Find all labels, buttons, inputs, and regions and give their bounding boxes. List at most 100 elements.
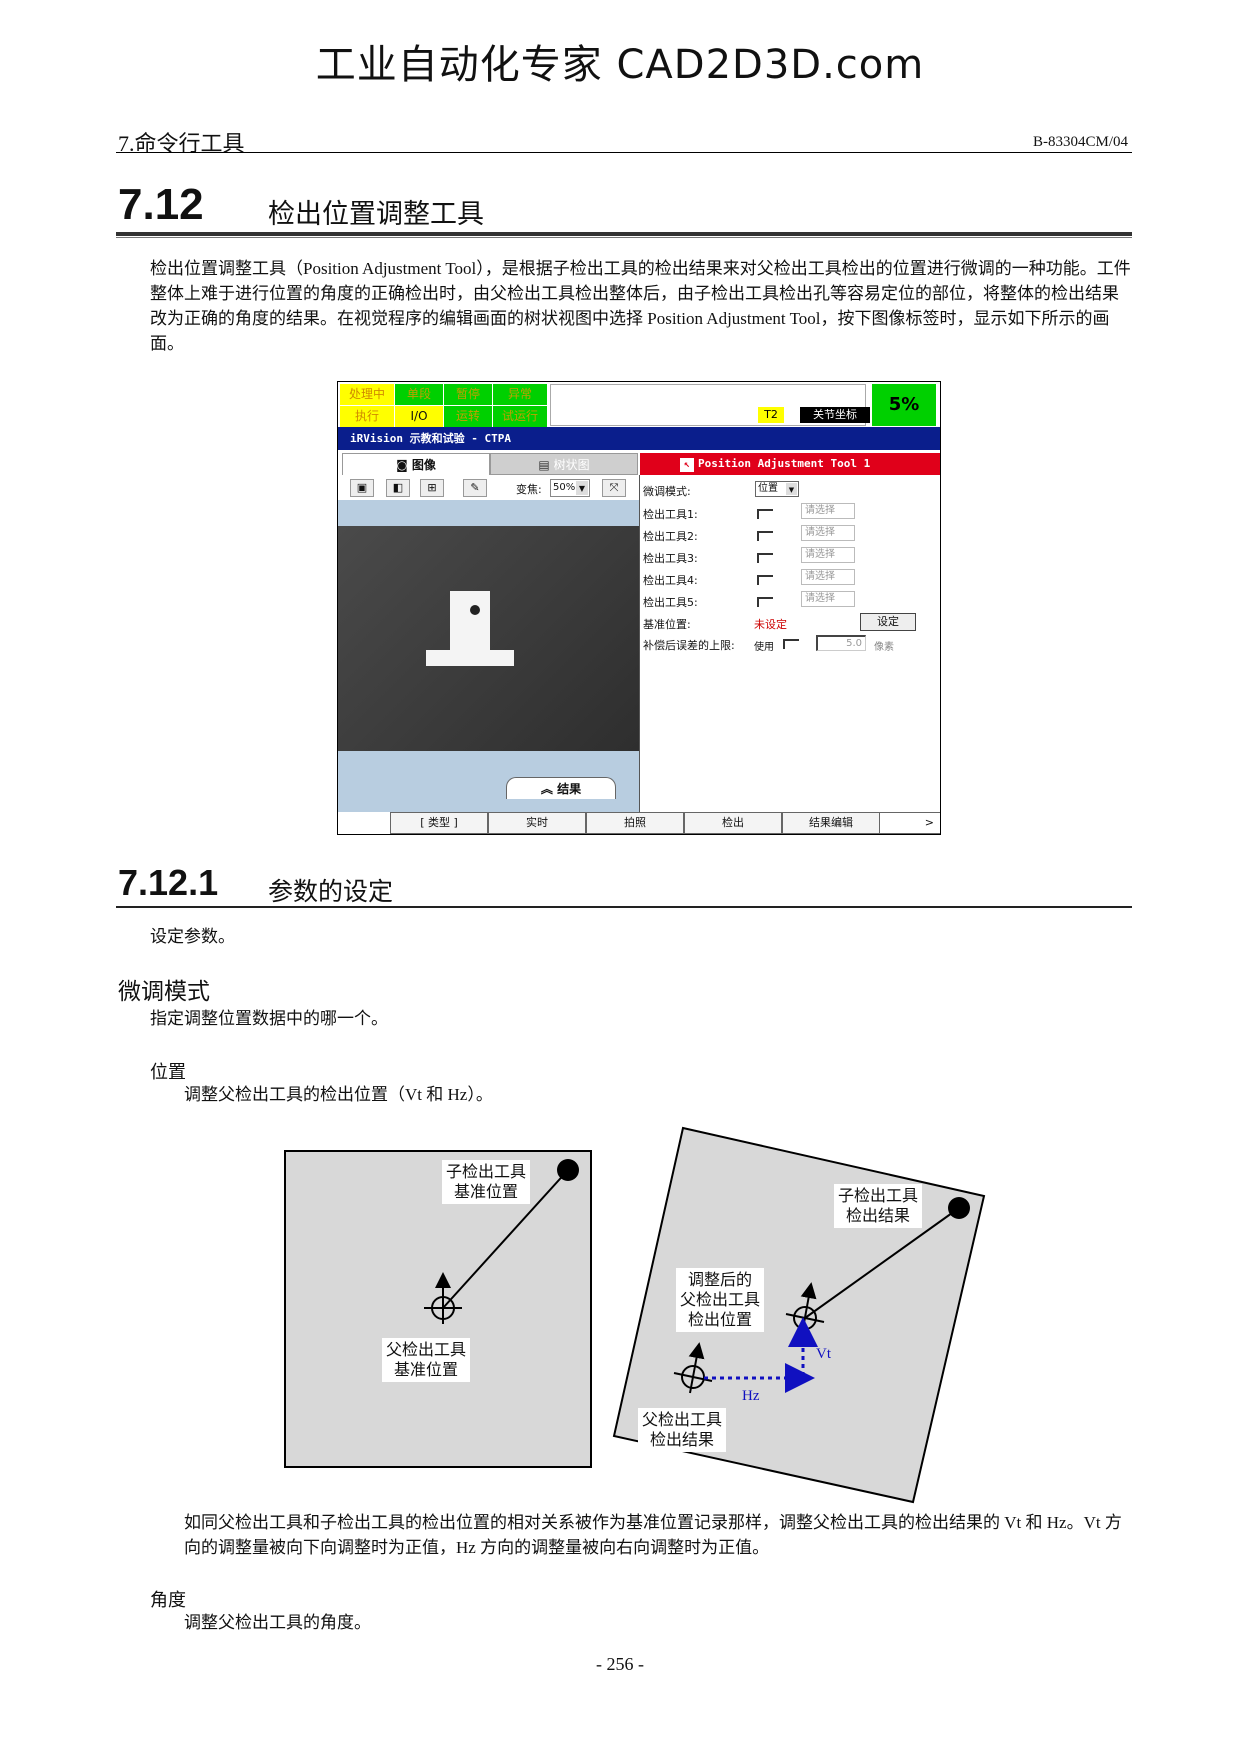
message-line bbox=[550, 384, 866, 426]
set-button[interactable]: 设定 bbox=[860, 613, 916, 631]
window-title: iRVision 示教和试验 - CTPA bbox=[338, 427, 940, 450]
camera-image bbox=[338, 526, 640, 751]
right-parent-label: 父检出工具检出结果 bbox=[638, 1408, 727, 1452]
reference-position-value: 未设定 bbox=[754, 618, 787, 631]
set-params-text: 设定参数。 bbox=[150, 927, 235, 946]
fine-mode-heading: 微调模式 bbox=[118, 979, 210, 1005]
coordinate-system: 关节坐标 bbox=[800, 407, 870, 423]
panel-divider bbox=[639, 475, 640, 812]
camera-icon: ◙ bbox=[396, 458, 412, 472]
status-single-step: 单段 bbox=[395, 384, 443, 405]
tool4-select[interactable]: 请选择 bbox=[801, 569, 855, 585]
tab-tree[interactable]: ▤ 树状图 bbox=[490, 453, 638, 475]
save-image-icon[interactable]: ◧ bbox=[386, 479, 410, 497]
grid-icon[interactable]: ⊞ bbox=[420, 479, 444, 497]
fine-mode-select[interactable]: 位置▼ bbox=[755, 481, 799, 497]
result-edit-key[interactable]: 结果编辑 bbox=[782, 812, 880, 834]
left-child-label: 子检出工具基准位置 bbox=[442, 1160, 531, 1204]
section-rule-thin bbox=[116, 237, 1132, 238]
fine-mode-label: 微调模式: bbox=[643, 485, 691, 498]
reference-position-label: 基准位置: bbox=[643, 618, 691, 631]
chevron-up-icon: ︽ bbox=[540, 782, 558, 796]
header-rule bbox=[116, 152, 1132, 153]
left-parent-label: 父检出工具基准位置 bbox=[382, 1338, 471, 1382]
status-test-run: 试运行 bbox=[493, 406, 547, 427]
child-reference-point bbox=[557, 1159, 579, 1181]
tool1-label: 检出工具1: bbox=[643, 508, 698, 521]
right-child-label: 子检出工具检出结果 bbox=[834, 1184, 923, 1228]
status-io: I/O bbox=[395, 406, 443, 427]
status-operation: 运转 bbox=[444, 406, 492, 427]
chevron-down-icon: ▼ bbox=[786, 483, 797, 495]
type-key[interactable]: [ 类型 ] bbox=[390, 812, 488, 834]
angle-heading: 角度 bbox=[150, 1590, 186, 1611]
tool5-select[interactable]: 请选择 bbox=[801, 591, 855, 607]
use-checkbox[interactable] bbox=[783, 639, 799, 649]
tool-panel-title-label: Position Adjustment Tool 1 bbox=[698, 457, 871, 470]
section-title: 检出位置调整工具 bbox=[268, 199, 484, 230]
angle-text: 调整父检出工具的角度。 bbox=[184, 1613, 371, 1632]
tool2-label: 检出工具2: bbox=[643, 530, 698, 543]
tool-icon: ↖ bbox=[680, 458, 694, 472]
child-result-point bbox=[948, 1197, 970, 1219]
section-rule bbox=[116, 232, 1132, 236]
tool2-checkbox[interactable] bbox=[757, 531, 773, 541]
snap-image-icon[interactable]: ▣ bbox=[350, 479, 374, 497]
doc-id: B-83304CM/04 bbox=[1032, 134, 1128, 150]
error-limit-input[interactable]: 5.0 bbox=[816, 635, 866, 651]
live-key[interactable]: 实时 bbox=[488, 812, 586, 834]
vt-label: Vt bbox=[816, 1346, 831, 1362]
tool1-select[interactable]: 请选择 bbox=[801, 503, 855, 519]
position-heading: 位置 bbox=[150, 1062, 186, 1083]
chapter-header: 7.命令行工具 bbox=[118, 131, 245, 156]
tool4-checkbox[interactable] bbox=[757, 575, 773, 585]
tool3-label: 检出工具3: bbox=[643, 552, 698, 565]
error-limit-label: 补偿后误差的上限: bbox=[643, 639, 735, 652]
page-number: - 256 - bbox=[596, 1654, 644, 1674]
tab-image[interactable]: ◙ 图像 bbox=[342, 453, 490, 475]
status-processing: 处理中 bbox=[340, 384, 394, 405]
status-pause: 暂停 bbox=[444, 384, 492, 405]
image-strip-top bbox=[338, 500, 640, 526]
intro-paragraph: 检出位置调整工具（Position Adjustment Tool），是根据子检… bbox=[150, 259, 1131, 353]
zoom-select[interactable]: 50%▼ bbox=[550, 479, 590, 497]
fit-window-icon[interactable]: ⤧ bbox=[602, 479, 626, 497]
parent-reference-marker bbox=[424, 1272, 462, 1324]
hz-label: Hz bbox=[742, 1388, 760, 1404]
position-text: 调整父检出工具的检出位置（Vt 和 Hz）。 bbox=[184, 1085, 493, 1104]
tool1-checkbox[interactable] bbox=[757, 509, 773, 519]
after-diagram-text: 如同父检出工具和子检出工具的检出位置的相对关系被作为基准位置记录那样，调整父检出… bbox=[184, 1513, 1122, 1557]
subsection-title: 参数的设定 bbox=[268, 877, 394, 906]
status-running: 执行 bbox=[340, 406, 394, 427]
use-label: 使用 bbox=[754, 642, 774, 653]
tool5-label: 检出工具5: bbox=[643, 596, 698, 609]
irvision-screenshot: 处理中 单段 暂停 异常 执行 I/O 运转 试运行 T2 关节坐标 5% iR… bbox=[337, 381, 941, 835]
fine-mode-text: 指定调整位置数据中的哪一个。 bbox=[150, 1009, 388, 1028]
tab-tree-label: 树状图 bbox=[553, 458, 590, 472]
watermark: 工业自动化专家 CAD2D3D.com bbox=[315, 42, 925, 88]
image-strip-bottom: ︽ 结果 bbox=[338, 751, 640, 812]
tree-icon: ▤ bbox=[538, 458, 554, 472]
tool3-checkbox[interactable] bbox=[757, 553, 773, 563]
workpiece-image bbox=[426, 591, 514, 666]
pixel-unit: 像素 bbox=[874, 642, 894, 653]
result-tab[interactable]: ︽ 结果 bbox=[506, 777, 616, 799]
snap-key[interactable]: 拍照 bbox=[586, 812, 684, 834]
tool4-label: 检出工具4: bbox=[643, 574, 698, 587]
status-error: 异常 bbox=[493, 384, 547, 405]
next-page-key[interactable]: > bbox=[880, 812, 940, 834]
teach-pendant-mode: T2 bbox=[758, 407, 784, 423]
subsection-rule bbox=[116, 906, 1132, 908]
pen-icon[interactable]: ✎ bbox=[463, 479, 487, 497]
tool2-select[interactable]: 请选择 bbox=[801, 525, 855, 541]
subsection-number: 7.12.1 bbox=[118, 862, 219, 903]
section-number: 7.12 bbox=[118, 180, 204, 229]
tool-panel-title: ↖ Position Adjustment Tool 1 bbox=[640, 453, 940, 475]
tool5-checkbox[interactable] bbox=[757, 597, 773, 607]
chevron-down-icon: ▼ bbox=[576, 481, 588, 495]
override-percent: 5% bbox=[872, 384, 936, 426]
tool3-select[interactable]: 请选择 bbox=[801, 547, 855, 563]
adjusted-parent-label: 调整后的父检出工具检出位置 bbox=[676, 1268, 765, 1332]
find-key[interactable]: 检出 bbox=[684, 812, 782, 834]
